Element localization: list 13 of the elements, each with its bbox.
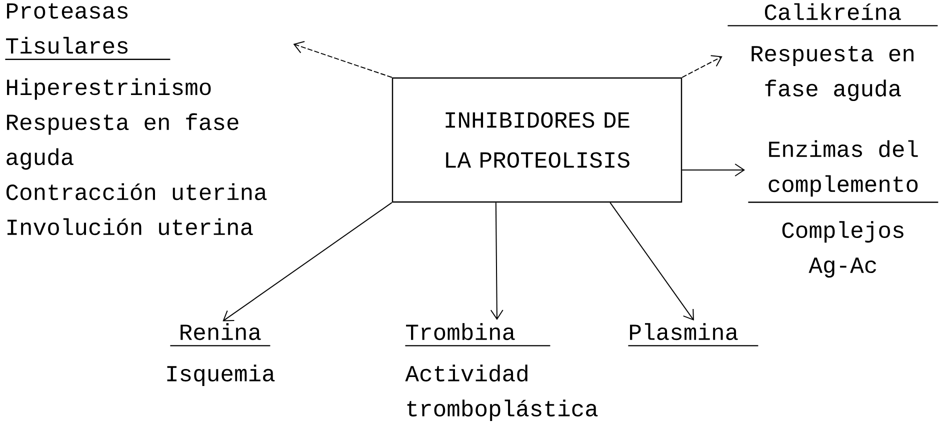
text-block: Enzimas del complemento Complejos Ag-Ac [748,140,938,278]
arrow [490,202,504,320]
arrow [222,202,392,322]
arrow [293,40,392,78]
text-block: Calikreína Respuesta en fase aguda [728,3,938,102]
text-block: Trombina Actividad tromboplástica [405,323,598,422]
arrow [610,202,694,321]
text-block: Plasmina [628,323,758,346]
text-block: Proteasas Tisulares Hiperestrinismo Respuesta en fase aguda Contracción uterina Involución uterina [5,3,267,236]
arrow [682,164,745,176]
inhibitor-box: INHIBIDORES DE LA PROTEOLISIS [392,77,682,203]
arrow [682,55,722,78]
text-block: Renina Isquemia [167,323,275,386]
